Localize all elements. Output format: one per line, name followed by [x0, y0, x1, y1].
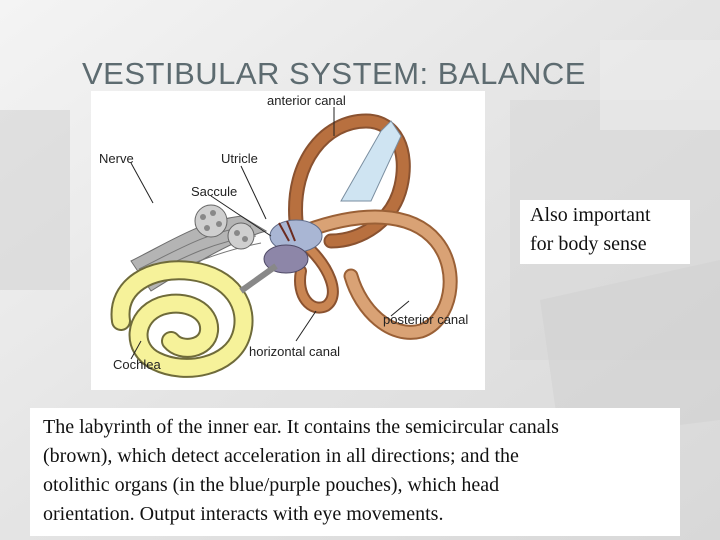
caption-line: orientation. Output interacts with eye m…	[43, 503, 444, 525]
label-utricle: Utricle	[221, 151, 258, 166]
label-nerve: Nerve	[99, 151, 134, 166]
caption-line: (brown), which detect acceleration in al…	[43, 445, 519, 467]
label-posterior-canal: posterior canal	[383, 312, 469, 327]
caption-text-box: The labyrinth of the inner ear. It conta…	[30, 408, 680, 536]
posterior-canal-shape	[298, 209, 458, 340]
side-note-line: Also important	[530, 204, 651, 226]
side-note-line: for body sense	[530, 233, 647, 255]
side-note-box: Also important for body sense	[520, 200, 690, 264]
label-anterior-canal: anterior canal	[267, 93, 346, 108]
cochlea-spiral	[110, 260, 278, 378]
label-cochlea: Cochlea	[113, 357, 161, 372]
label-saccule: Saccule	[191, 184, 238, 199]
inner-ear-diagram: anterior canal Nerve Utricle Saccule pos…	[91, 91, 485, 390]
label-horizontal-canal: horizontal canal	[249, 344, 341, 359]
labyrinth-illustration	[110, 107, 458, 378]
ampulla-membrane	[340, 120, 402, 202]
horizontal-canal-shape	[294, 235, 339, 314]
caption-line: otolithic organs (in the blue/purple pou…	[43, 474, 500, 496]
caption-line: The labyrinth of the inner ear. It conta…	[43, 416, 559, 438]
leader-lines	[130, 107, 410, 360]
slide-title: VESTIBULAR SYSTEM: BALANCE	[82, 56, 586, 91]
